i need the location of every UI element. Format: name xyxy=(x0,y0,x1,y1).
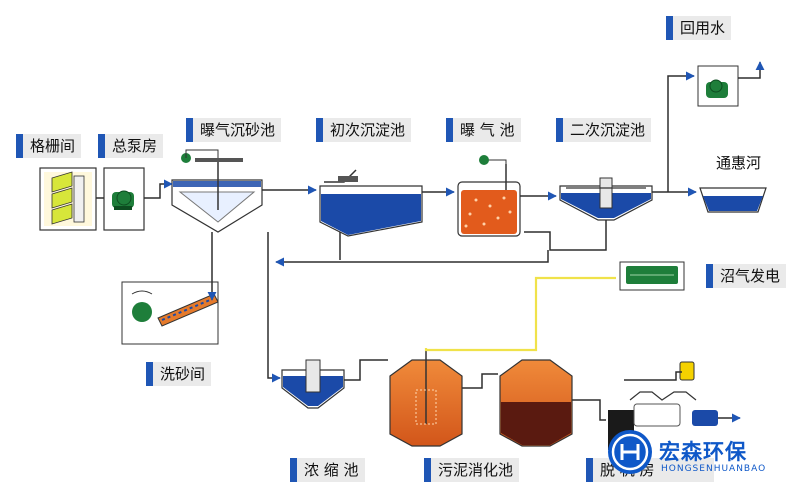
brand-subtitle: HONGSENHUANBAO xyxy=(661,464,767,474)
main-flow-pipes xyxy=(96,61,765,201)
label-biogas-power: 沼气发电 xyxy=(706,264,787,288)
digester-1 xyxy=(389,348,463,447)
label-primary-clarifier: 初次沉淀池 xyxy=(316,118,412,142)
return-and-sludge-pipes xyxy=(207,220,741,423)
river-outlet xyxy=(699,187,767,213)
secondary-clarifier xyxy=(559,177,653,221)
pump-icon xyxy=(112,190,134,210)
label-aeration-tank: 曝 气 池 xyxy=(446,118,521,142)
aerated-grit-chamber xyxy=(171,149,263,233)
brand-name: 宏森环保 xyxy=(659,440,747,464)
reuse-water-pump xyxy=(697,65,739,107)
label-river: 通惠河 xyxy=(716,154,762,172)
label-reuse-water: 回用水 xyxy=(666,16,732,40)
sand-washing-unit xyxy=(121,281,219,345)
primary-clarifier xyxy=(319,169,423,237)
label-secondary-clarifier: 二次沉淀池 xyxy=(556,118,652,142)
pump-room-unit xyxy=(103,167,145,231)
label-sand-washing: 洗砂间 xyxy=(146,362,212,386)
label-aerated-grit: 曝气沉砂池 xyxy=(186,118,282,142)
biogas-pipe xyxy=(424,276,616,352)
label-grid-room: 格栅间 xyxy=(16,134,82,158)
label-thickener: 浓 缩 池 xyxy=(290,458,365,482)
sludge-thickener xyxy=(281,359,345,409)
grid-screen-unit xyxy=(39,167,97,231)
label-pump-room: 总泵房 xyxy=(98,134,164,158)
digester-2 xyxy=(499,359,573,447)
screen-bars-icon xyxy=(51,171,85,225)
brand-logo-icon xyxy=(608,430,652,474)
aeration-tank xyxy=(457,155,521,237)
label-digester: 污泥消化池 xyxy=(424,458,520,482)
biogas-generator xyxy=(619,261,685,291)
